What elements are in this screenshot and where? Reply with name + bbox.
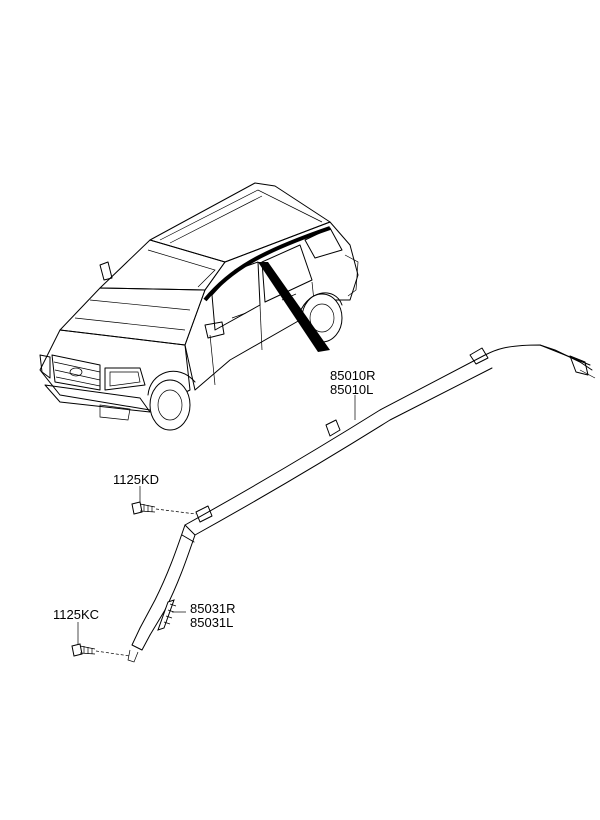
label-85031l: 85031L (190, 615, 234, 630)
label-1125kd: 1125KD (113, 472, 160, 487)
label-1125kc: 1125KC (53, 607, 100, 622)
label-85010r: 85010R (330, 368, 376, 383)
bolt-upper (131, 486, 197, 515)
label-85010l: 85010L (330, 382, 374, 397)
bracket-part (157, 599, 186, 631)
vehicle-illustration (39, 182, 359, 431)
label-85031r: 85031R (190, 601, 236, 616)
curtain-airbag-part (127, 344, 596, 663)
bolt-lower (71, 622, 131, 657)
